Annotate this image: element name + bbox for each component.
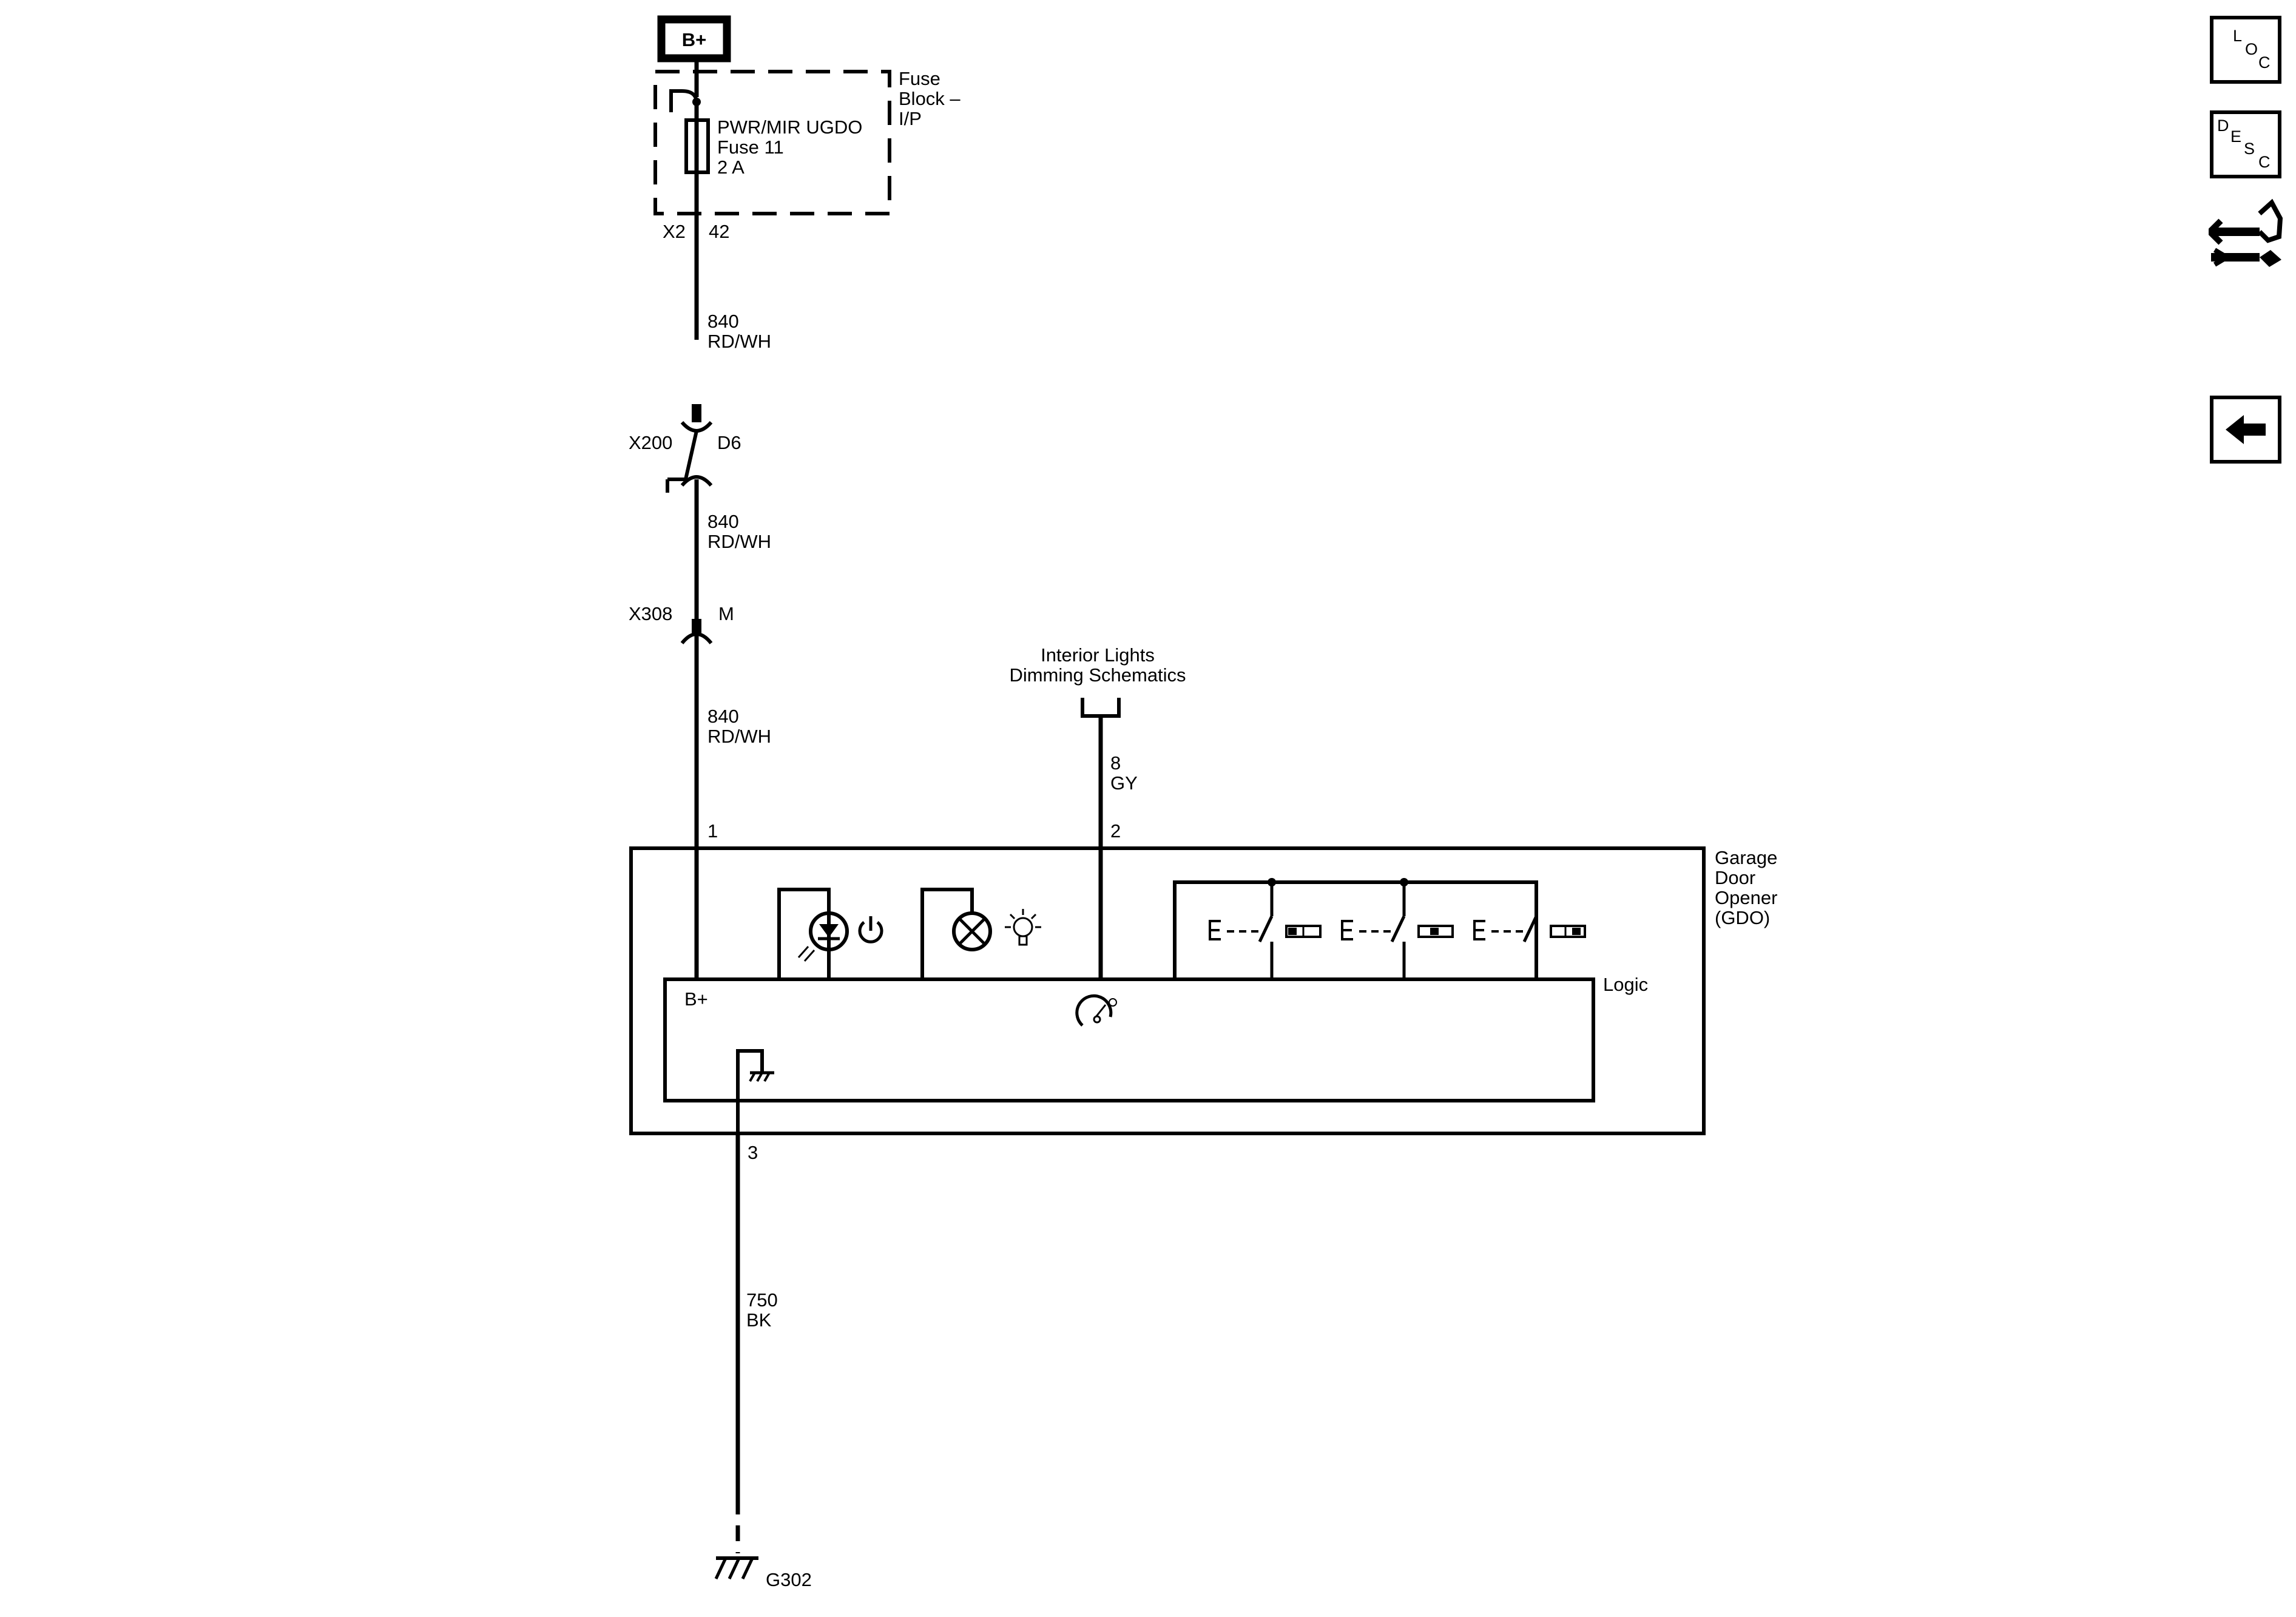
desc-letter-c: C (2258, 153, 2271, 171)
x308-connector-label: X308 (629, 603, 672, 624)
wire-1-color: RD/WH (707, 331, 771, 352)
garage-door-opener-module (629, 846, 1706, 1135)
fuse-block-name-1: Fuse (899, 68, 940, 89)
fuse-block-name-3: I/P (899, 108, 922, 129)
wire-1-circuit: 840 (707, 311, 739, 332)
lamp-indicator (920, 888, 992, 979)
module-name-2: Door (1715, 867, 1755, 888)
led-indicator (777, 888, 849, 979)
power-icon (858, 916, 883, 944)
light-bulb-icon (1005, 909, 1041, 946)
description-button[interactable]: D E S C (2210, 110, 2281, 178)
logic-box (663, 977, 1595, 1102)
loc-letter-o: O (2245, 40, 2258, 58)
x200-pin-label: D6 (717, 432, 741, 453)
fuse-label-2: Fuse 11 (717, 137, 784, 158)
fuse-label-3: 2 A (717, 157, 745, 178)
connector-repair-icon[interactable] (2205, 194, 2288, 285)
module-pin-2: 2 (1110, 820, 1121, 842)
wire-4-color: GY (1110, 772, 1138, 794)
desc-letter-e: E (2230, 127, 2242, 146)
wire-3-circuit: 840 (707, 706, 739, 727)
logic-ground-symbol (736, 1049, 774, 1152)
connector-repair-icon-graphic (2205, 198, 2283, 267)
connector-x308 (680, 619, 713, 644)
wire-5-circuit: 750 (746, 1289, 778, 1311)
desc-letter-s: S (2244, 140, 2255, 158)
power-label: B+ (682, 29, 707, 50)
switch-group-frame (1173, 880, 1538, 979)
module-name-4: (GDO) (1715, 907, 1770, 928)
ground-g302-symbol (714, 1556, 758, 1580)
connector-x200 (666, 404, 713, 493)
transmitter-switch-3 (1473, 915, 1586, 943)
wire-2-color: RD/WH (707, 531, 771, 552)
wire-4-circuit: 8 (1110, 752, 1121, 774)
fuse-block-name-2: Block – (899, 88, 961, 109)
battery-power-source: B+ (657, 15, 731, 62)
module-pin-1: 1 (707, 820, 718, 842)
back-button[interactable] (2210, 396, 2281, 464)
back-arrow-icon (2226, 415, 2266, 444)
ground-label: G302 (766, 1569, 812, 1590)
x308-pin-label: M (718, 603, 734, 624)
transmitter-switch-1 (1209, 915, 1322, 979)
module-pin-3: 3 (748, 1142, 758, 1163)
logic-bplus-label: B+ (684, 988, 708, 1010)
dimmer-icon (1075, 994, 1117, 1027)
reference-label-2: Dimming Schematics (1009, 664, 1186, 686)
fuse-pin-label: 42 (709, 221, 729, 242)
loc-letter-c: C (2258, 53, 2271, 72)
fuse-label-1: PWR/MIR UGDO (717, 116, 862, 138)
loc-letter-l: L (2233, 27, 2243, 45)
wire-3-color: RD/WH (707, 726, 771, 747)
location-button[interactable]: L O C (2210, 16, 2281, 84)
fuse-connector-label: X2 (663, 221, 686, 242)
module-name-1: Garage (1715, 847, 1777, 868)
desc-letter-d: D (2217, 116, 2229, 135)
transmitter-switch-2 (1341, 915, 1454, 979)
reference-terminal (1081, 698, 1121, 718)
fuse-block-outline (653, 70, 891, 215)
wire-5-color: BK (746, 1309, 772, 1331)
module-name-3: Opener (1715, 887, 1777, 908)
x200-connector-label: X200 (629, 432, 672, 453)
reference-label-1: Interior Lights (1041, 644, 1155, 666)
logic-label: Logic (1603, 974, 1648, 995)
wire-2-circuit: 840 (707, 511, 739, 532)
